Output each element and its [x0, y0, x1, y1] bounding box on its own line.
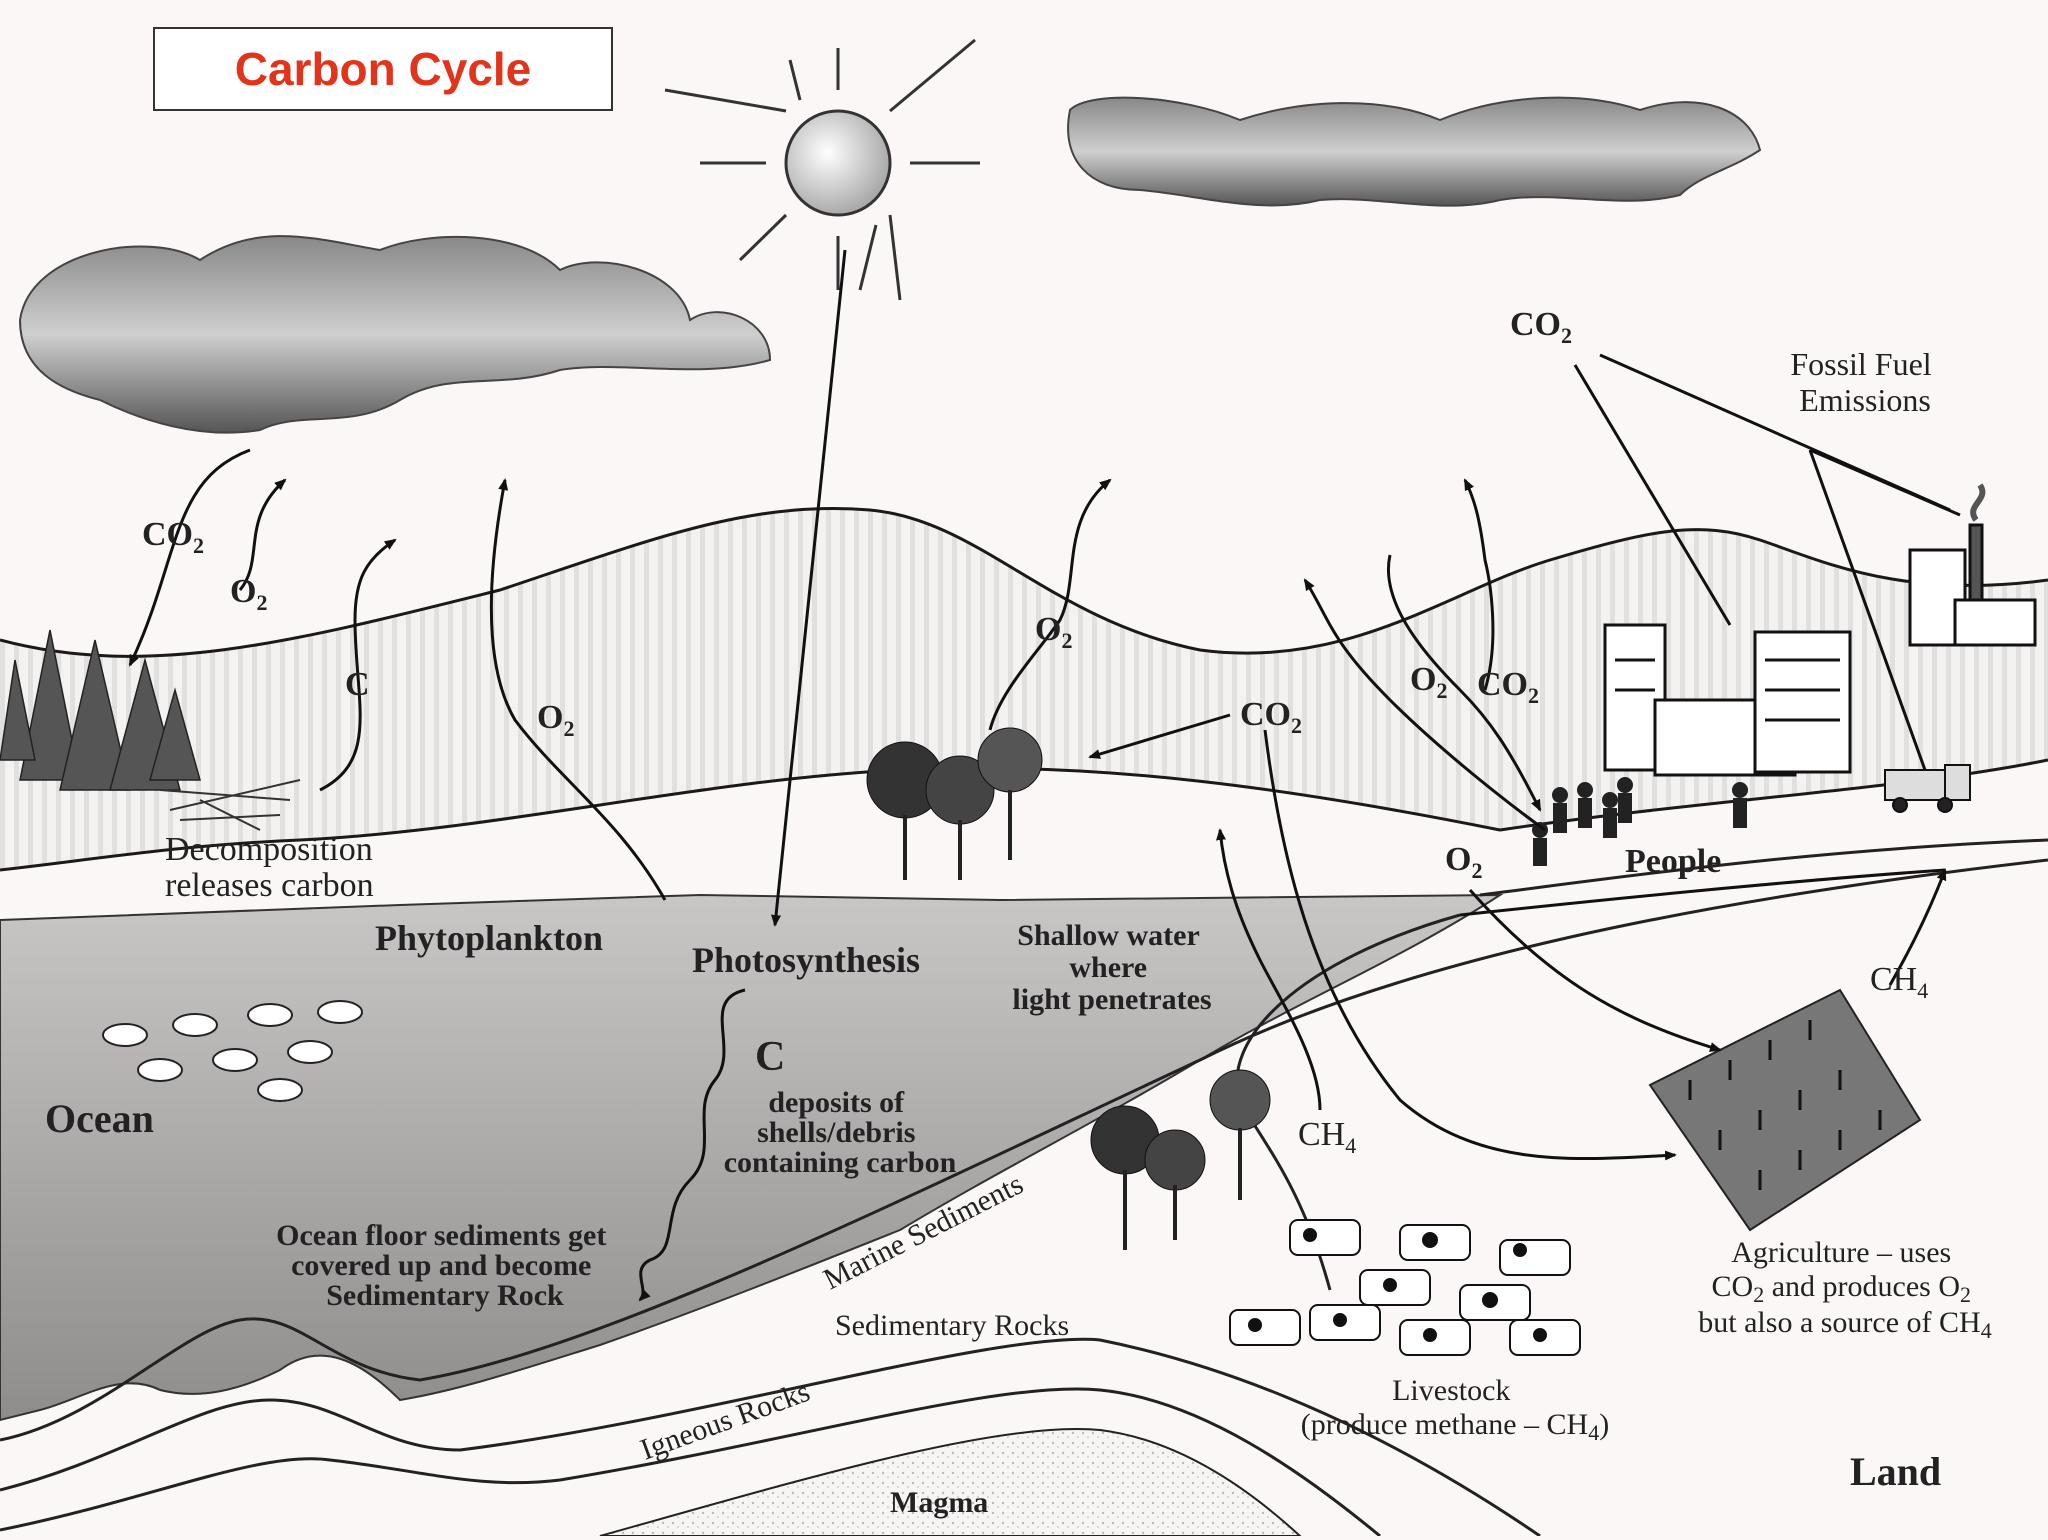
agriculture-label: Agriculture – uses CO2 and produces O2 b…	[1698, 1236, 1991, 1343]
igneous-rocks-label: Igneous Rocks	[636, 1375, 814, 1467]
arrow-co2-ch4-up	[1216, 828, 1322, 1111]
truck-icon	[1884, 764, 1971, 813]
label-ch4-livestock: CH4	[1298, 1116, 1356, 1158]
sunlight-arrow	[771, 249, 847, 927]
title-box: Carbon Cycle	[153, 27, 613, 111]
arrow-co2-up-right	[1463, 478, 1495, 691]
arrow-o2-up-left	[238, 478, 287, 591]
photosynthesis-label: Photosynthesis	[692, 940, 920, 980]
sun-icon	[664, 38, 980, 301]
hill-line-top	[0, 506, 2048, 658]
sedimentary-rocks-label: Sedimentary Rocks	[835, 1309, 1069, 1342]
land-label: Land	[1850, 1449, 1941, 1494]
ocean-floor-label: Ocean floor sediments get covered up and…	[276, 1219, 614, 1312]
fossil-fuel-label: Fossil Fuel Emissions	[1790, 346, 1939, 418]
magma-area	[599, 1427, 1303, 1537]
sedimentary-rock-line	[0, 1337, 1541, 1538]
arrow-o2-to-agriculture	[1468, 889, 1722, 1052]
ocean-label: Ocean	[45, 1096, 154, 1141]
arrow-co2-to-people	[1387, 554, 1542, 812]
decomposing-debris-icon	[159, 779, 301, 831]
label-o2-phyto: O2	[537, 699, 574, 741]
arrow-phyto-o2-up	[489, 478, 667, 901]
cloud-right-icon	[1067, 96, 1762, 207]
page-title: Carbon Cycle	[234, 43, 532, 95]
shallow-water-label: Shallow water where light penetrates	[1012, 919, 1211, 1016]
label-c-left: C	[345, 666, 370, 703]
marine-sediment-line	[0, 858, 2048, 1442]
label-o2-people: O2	[1445, 841, 1482, 883]
chem-labels: CO2 O2 C O2 O2 CO2 O2 CO2 CO2 O2 CH4 CH4…	[142, 306, 1928, 1158]
igneous-rock-line	[0, 1387, 1381, 1538]
text-labels: Decomposition releases carbon Phytoplank…	[45, 346, 1992, 1519]
label-co2-middle: CO2	[1240, 696, 1302, 738]
forest-icon	[0, 629, 201, 791]
hills-band	[0, 508, 2048, 870]
arrow-marine-to-land	[1459, 868, 1946, 917]
land-boundary-line	[1479, 838, 2048, 897]
trees-shore-icon	[1090, 1069, 1271, 1250]
flow-arrows	[128, 249, 1947, 1302]
magma-label: Magma	[890, 1486, 988, 1519]
label-o2-trees: O2	[1035, 611, 1072, 653]
label-ch4-agriculture: CH4	[1870, 961, 1928, 1003]
arrow-trees-o2-up	[988, 478, 1112, 731]
agriculture-field-icon	[1648, 988, 1922, 1232]
label-c-ocean: C	[755, 1034, 785, 1080]
label-o2-left: O2	[230, 573, 267, 615]
ocean-water	[0, 893, 1504, 1422]
cloud-left-icon	[18, 235, 772, 434]
factory-icon	[1908, 483, 2037, 647]
decomposition-label: Decomposition releases carbon	[165, 831, 381, 904]
label-co2-left: CO2	[142, 516, 204, 558]
phytoplankton-label: Phytoplankton	[375, 918, 603, 958]
label-co2-top: CO2	[1510, 306, 1572, 348]
city-buildings-icon	[1603, 623, 1852, 777]
people-label: People	[1625, 843, 1721, 880]
arrow-co2-to-agriculture	[1263, 729, 1677, 1161]
label-co2-right: CO2	[1477, 666, 1539, 708]
arrow-co2-to-trees	[1088, 713, 1231, 759]
arrow-o2-up-right	[1303, 578, 1546, 832]
arrow-deposit-sediment	[638, 988, 746, 1302]
arrow-co2-to-forest	[128, 448, 251, 667]
label-o2-right: O2	[1410, 661, 1447, 703]
livestock-label: Livestock (produce methane – CH4)	[1301, 1374, 1609, 1445]
people-icon	[1532, 777, 1748, 866]
trees-middle-icon	[866, 727, 1043, 880]
arrow-ch4-agriculture-up	[1888, 868, 1947, 986]
emission-lines	[1573, 353, 1961, 771]
fish-school-icon	[102, 1000, 363, 1102]
arrow-c-up	[319, 538, 397, 792]
deposits-label: deposits of shells/debris containing car…	[724, 1086, 957, 1179]
livestock-icon	[1229, 1219, 1581, 1356]
